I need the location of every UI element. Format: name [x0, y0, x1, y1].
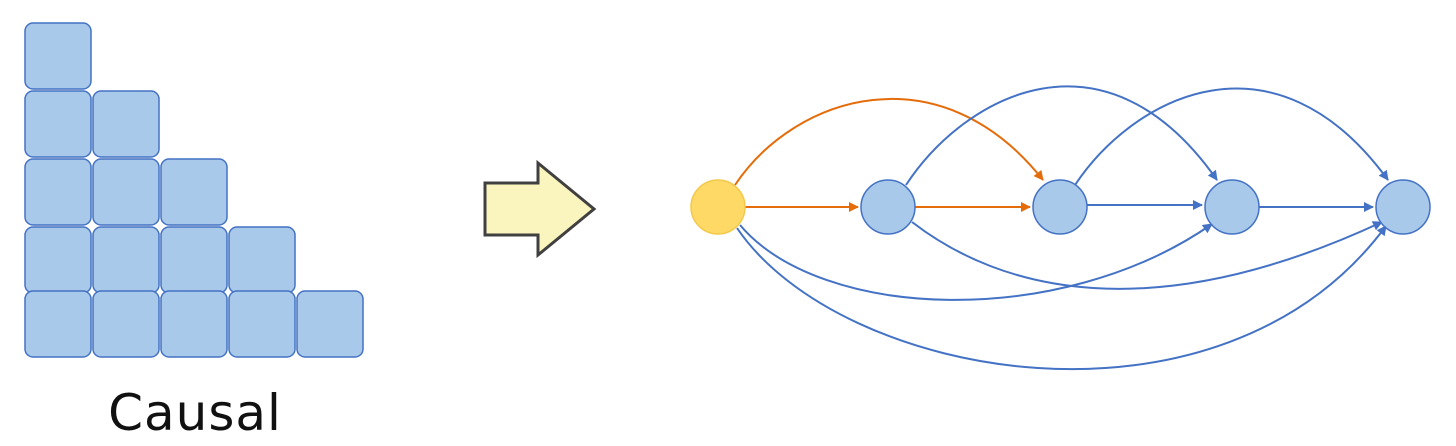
token-node [1204, 179, 1260, 235]
mask-cell [92, 226, 160, 294]
graph-nodes [690, 179, 1431, 235]
edge-n1-n4 [911, 221, 1383, 290]
mask-cell [24, 226, 92, 294]
mask-cell [160, 290, 228, 358]
mask-cell [228, 226, 296, 294]
source-node [690, 179, 746, 235]
mask-cell [24, 158, 92, 226]
mask-cell [24, 22, 92, 90]
edge-n0-n4 [736, 225, 1387, 371]
mask-cell [92, 290, 160, 358]
edge-n0-n2 [734, 98, 1044, 186]
mask-cell [24, 290, 92, 358]
edge-n1-n3 [905, 85, 1218, 186]
edge-n2-n4 [1074, 87, 1389, 186]
caption-label: Causal [108, 384, 282, 442]
right-arrow-icon [483, 159, 597, 259]
token-node [860, 179, 916, 235]
graph-edges [734, 85, 1389, 371]
mask-cell [24, 90, 92, 158]
mask-cell [92, 158, 160, 226]
mask-cell [160, 158, 228, 226]
token-node [1032, 179, 1088, 235]
mask-cell [228, 290, 296, 358]
mask-cell [160, 226, 228, 294]
mask-cell [296, 290, 364, 358]
token-node [1375, 179, 1431, 235]
edge-n0-n3 [739, 223, 1213, 301]
causal-mask-grid [24, 22, 364, 358]
mask-cell [92, 90, 160, 158]
